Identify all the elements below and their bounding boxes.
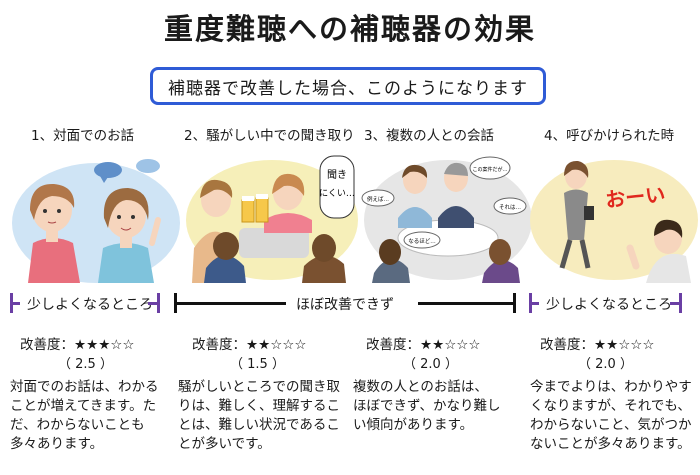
illustration-being-called: おーい [526, 148, 700, 283]
right-bracket-tick-end [670, 302, 680, 305]
right-bracket-tick [529, 302, 539, 305]
column-heading-3: 3、複数の人との会話 [364, 128, 494, 144]
page-title: 重度難聴への補聴器の効果 [163, 12, 536, 46]
score-2: （ 1.5 ） [230, 357, 285, 372]
meeting-bubble-2: 例えば… [367, 195, 389, 203]
middle-bar-end [513, 293, 516, 313]
outcome-right-label: 少しよくなるところ [546, 297, 672, 313]
outcome-left-label: 少しよくなるところ [27, 297, 153, 313]
description-3: 複数の人とのお話は、ほぼできず、かなり難しい傾向があります。 [353, 379, 501, 433]
illustration-noisy-place: 聞き にくい… [184, 148, 359, 283]
description-2: 騒がしいところでの聞き取りは、難しく、理解することは、難しい状況であることが多い… [178, 379, 340, 452]
left-bracket-tick-end [148, 302, 158, 305]
middle-bar-left [174, 302, 286, 305]
noisy-bubble-line1: 聞き [327, 169, 347, 181]
meeting-bubble-1: この案件だが… [472, 166, 507, 173]
rating-4: 改善度：★★☆☆☆ [540, 337, 655, 353]
column-heading-2: 2、騒がしい中での聞き取り [184, 128, 355, 144]
score-4: （ 2.0 ） [578, 357, 633, 372]
meeting-bubble-3: それは… [499, 204, 521, 211]
column-heading-1: 1、対面でのお話 [31, 128, 135, 144]
right-bracket-end [679, 293, 682, 313]
rating-3: 改善度：★★☆☆☆ [366, 337, 481, 353]
subtitle-text: 補聴器で改善した場合、このようになります [168, 78, 528, 99]
rating-1: 改善度：★★★☆☆ [20, 337, 135, 353]
illustration-face-to-face [8, 148, 183, 283]
description-1: 対面でのお話は、わかることが増えてきます。ただ、わからないことも多々あります。 [10, 379, 159, 452]
subtitle-box: 補聴器で改善した場合、このようになります [150, 67, 546, 105]
middle-bar-right [418, 302, 516, 305]
column-heading-4: 4、呼びかけられた時 [544, 128, 675, 144]
outcome-middle-label: ほぼ改善できず [296, 297, 394, 313]
description-4: 今までよりは、わかりやすくなりますが、それでも、わからないこと、気がつかないこと… [530, 379, 692, 452]
left-bracket-tick [10, 302, 20, 305]
noisy-bubble-line2: にくい… [319, 188, 355, 199]
meeting-bubble-4: なるほど… [408, 237, 436, 245]
rating-2: 改善度：★★☆☆☆ [192, 337, 307, 353]
score-1: （ 2.5 ） [58, 357, 113, 372]
left-bracket-end [157, 293, 160, 313]
score-3: （ 2.0 ） [403, 357, 458, 372]
illustration-group-conversation: この案件だが… 例えば… それは… なるほど… [360, 148, 535, 283]
